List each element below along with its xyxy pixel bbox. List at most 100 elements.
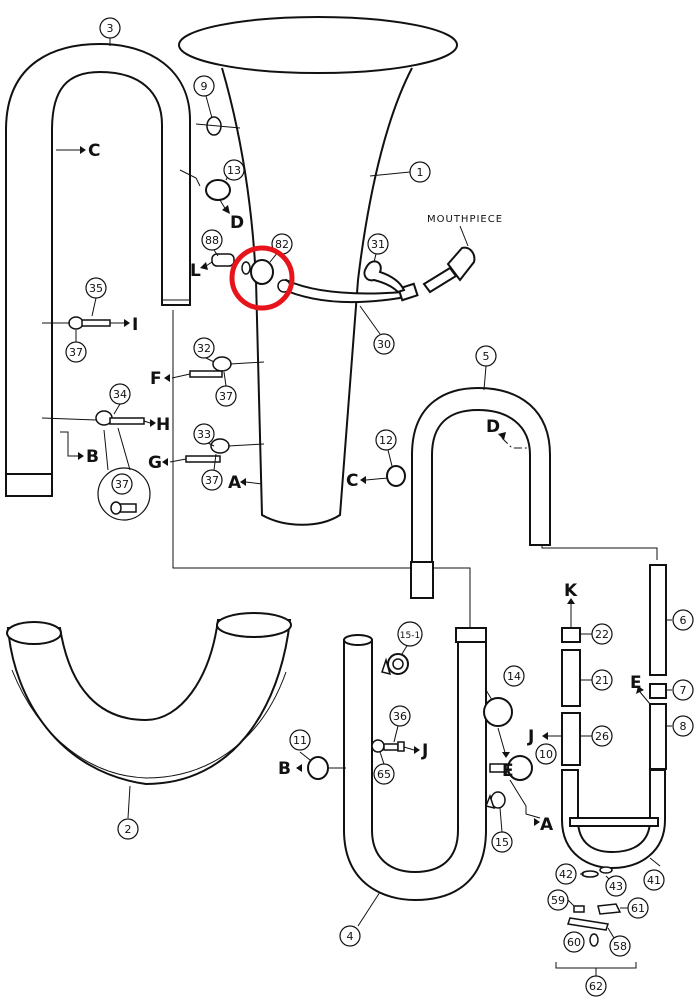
svg-text:J: J [527,727,534,747]
svg-text:62: 62 [589,980,603,993]
svg-text:37: 37 [219,390,233,403]
fitting-88-body [211,253,235,267]
fitting-part-10 [489,755,541,819]
svg-text:5: 5 [483,350,490,363]
small-u-body [561,769,666,870]
svg-text:F: F [150,369,162,389]
screw-part-32 [189,356,265,378]
marker-D-right: D [486,417,506,440]
leader-58 [607,927,615,939]
leader-9 [205,95,213,119]
callout-33: 33 [193,423,215,445]
svg-text:88: 88 [205,234,219,247]
svg-text:82: 82 [275,238,289,251]
fitting-part-15-1 [381,653,409,676]
callout-3: 3 [99,17,121,39]
callout-7: 7 [672,679,694,701]
svg-text:4: 4 [347,930,354,943]
leader-88 [213,249,219,257]
bow-part-2 [6,612,292,786]
screw-35-washer [68,316,84,330]
svg-text:32: 32 [197,342,211,355]
u-tube-part-5 [410,386,551,599]
lyre-holder-body [363,260,406,294]
svg-text:12: 12 [379,434,393,447]
fitting-82-body [250,259,274,285]
highlight-circle-part-82 [229,245,295,311]
svg-text:14: 14 [507,670,521,683]
u-tube-4-ferrule [455,627,487,643]
callout-59: 59 [547,889,569,911]
mouthpiece-leader [459,225,469,247]
callout-15-1: 15-1 [397,621,423,647]
mouthpiece-label: MOUTHPIECE [427,214,503,225]
callout-37c: 37 [111,473,133,495]
fitting-15-1-inner [392,658,404,670]
tube-stack-center [561,627,581,766]
svg-text:34: 34 [113,388,127,401]
tube-part-6 [649,564,667,676]
svg-text:59: 59 [551,894,565,907]
part-42-body [581,870,599,878]
callout-82: 82 [271,233,293,255]
svg-text:A: A [228,473,242,493]
fitting-part-11 [307,756,346,780]
fitting-15-1-tab [381,657,392,676]
svg-text:E: E [502,761,514,781]
svg-text:L: L [190,261,201,281]
svg-text:I: I [132,315,138,335]
svg-text:15-1: 15-1 [400,631,420,641]
screw-32-shaft [189,370,223,378]
callout-14: 14 [503,665,525,687]
svg-text:J: J [421,741,428,761]
screw-34-shaft [109,417,145,425]
mouthpiece-shank [422,266,458,294]
marker-A-bell: A [228,473,263,493]
svg-text:58: 58 [613,940,627,953]
screw-35-shaft [81,319,111,327]
bow-rim-line [11,669,287,779]
fitting-82-ring [241,261,251,275]
marker-J-36: J [403,741,428,761]
part-59-body [573,905,585,913]
callout-1: 1 [409,161,431,183]
tube-part-8 [649,703,667,770]
leader-5 [483,365,487,391]
callout-11: 11 [289,729,311,751]
ring-part-22 [561,627,581,643]
screw-32-guide [229,361,265,365]
fitting-36-shaft [383,743,399,751]
u-tube-3-outer [5,42,191,491]
callout-34: 34 [109,383,131,405]
marker-F: F [150,369,191,389]
svg-text:61: 61 [631,902,645,915]
callouts: 1 2 3 4 5 6 7 8 9 10 11 12 13 14 15 15-1… [65,17,694,997]
callout-26: 26 [591,725,613,747]
fitting-36-nut [397,741,405,752]
callout-36: 36 [389,705,411,727]
marker-E-14: E [502,752,514,781]
fitting-15-tab [484,793,496,810]
callout-leaders [75,38,672,939]
svg-text:37: 37 [69,346,83,359]
svg-text:42: 42 [559,868,573,881]
u-tube-4-body [343,635,487,902]
fitting-36-ring [371,739,385,753]
callout-37a: 37 [65,341,87,363]
tube-stack-right [649,564,667,770]
leader-37d [213,453,217,471]
fitting-part-82 [241,259,274,285]
svg-text:B: B [86,447,99,467]
bell-rim [178,16,458,74]
svg-text:31: 31 [371,238,385,251]
routing-line-3-to-4 [172,310,471,628]
svg-text:H: H [156,415,170,435]
u-tube-part-4 [343,627,487,902]
svg-text:22: 22 [595,628,609,641]
lyre-holder-part-31 [363,260,406,294]
u-tube-part-3 [5,42,191,497]
callout-5: 5 [475,345,497,367]
fitting-part-36 [371,739,405,753]
leader-15 [499,807,503,833]
